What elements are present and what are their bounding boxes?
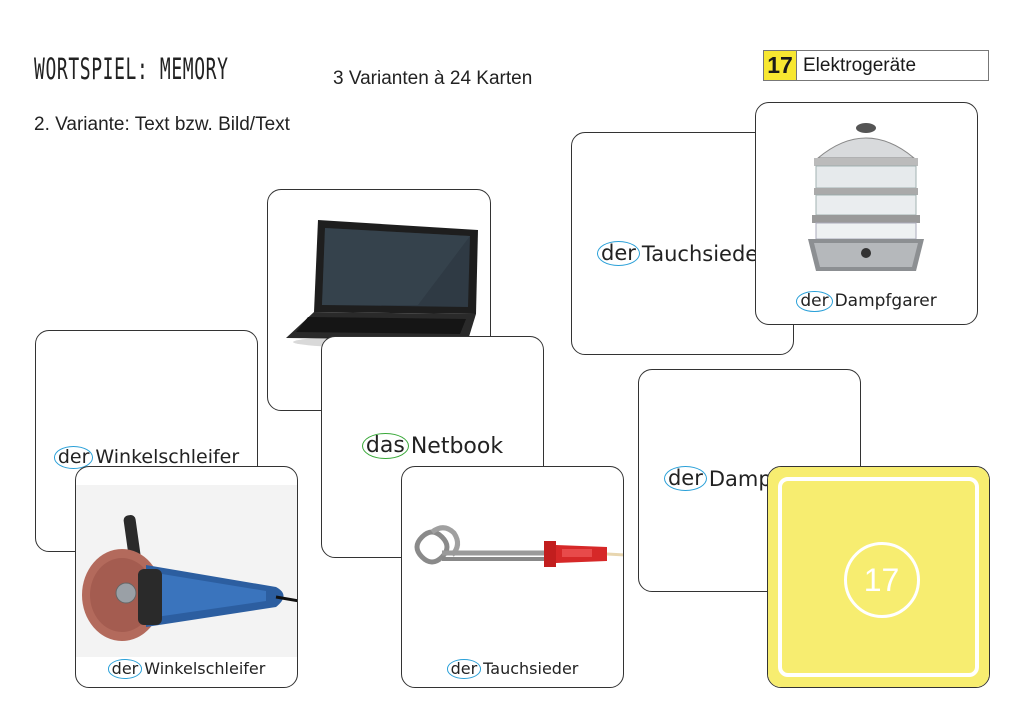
page-subtitle: 3 Varianten à 24 Karten bbox=[333, 68, 533, 89]
word-label: Tauchsieder bbox=[483, 659, 579, 679]
word-label: Dampfgarer bbox=[834, 291, 937, 312]
article-label: der bbox=[446, 659, 482, 679]
article-label: der bbox=[107, 659, 143, 679]
article-label: der bbox=[663, 466, 707, 492]
steamer-icon bbox=[808, 123, 924, 271]
article-label: der bbox=[597, 241, 640, 267]
word-label: Netbook bbox=[410, 433, 504, 459]
word-label: Winkelschleifer bbox=[95, 446, 240, 469]
topic-number: 17 bbox=[764, 51, 797, 80]
topic-badge: 17 Elektrogeräte bbox=[763, 50, 989, 81]
page-title: WORTSPIEL: MEMORY bbox=[34, 52, 229, 86]
topic-label: Elektrogeräte bbox=[803, 54, 917, 76]
card-back-face: 17 bbox=[768, 467, 989, 687]
card-back[interactable]: 17 bbox=[767, 466, 990, 688]
word-label: Tauchsieder bbox=[641, 241, 767, 266]
card-back-number: 17 bbox=[843, 542, 920, 618]
article-label: der bbox=[53, 446, 94, 469]
immersion-heater-icon bbox=[414, 525, 623, 567]
angle-grinder-icon bbox=[76, 485, 297, 657]
variant-label: 2. Variante: Text bzw. Bild/Text bbox=[34, 114, 290, 135]
card-back-frame bbox=[778, 477, 979, 677]
word-label: Winkelschleifer bbox=[144, 659, 266, 679]
article-label: das bbox=[361, 433, 409, 460]
article-label: der bbox=[796, 291, 833, 312]
